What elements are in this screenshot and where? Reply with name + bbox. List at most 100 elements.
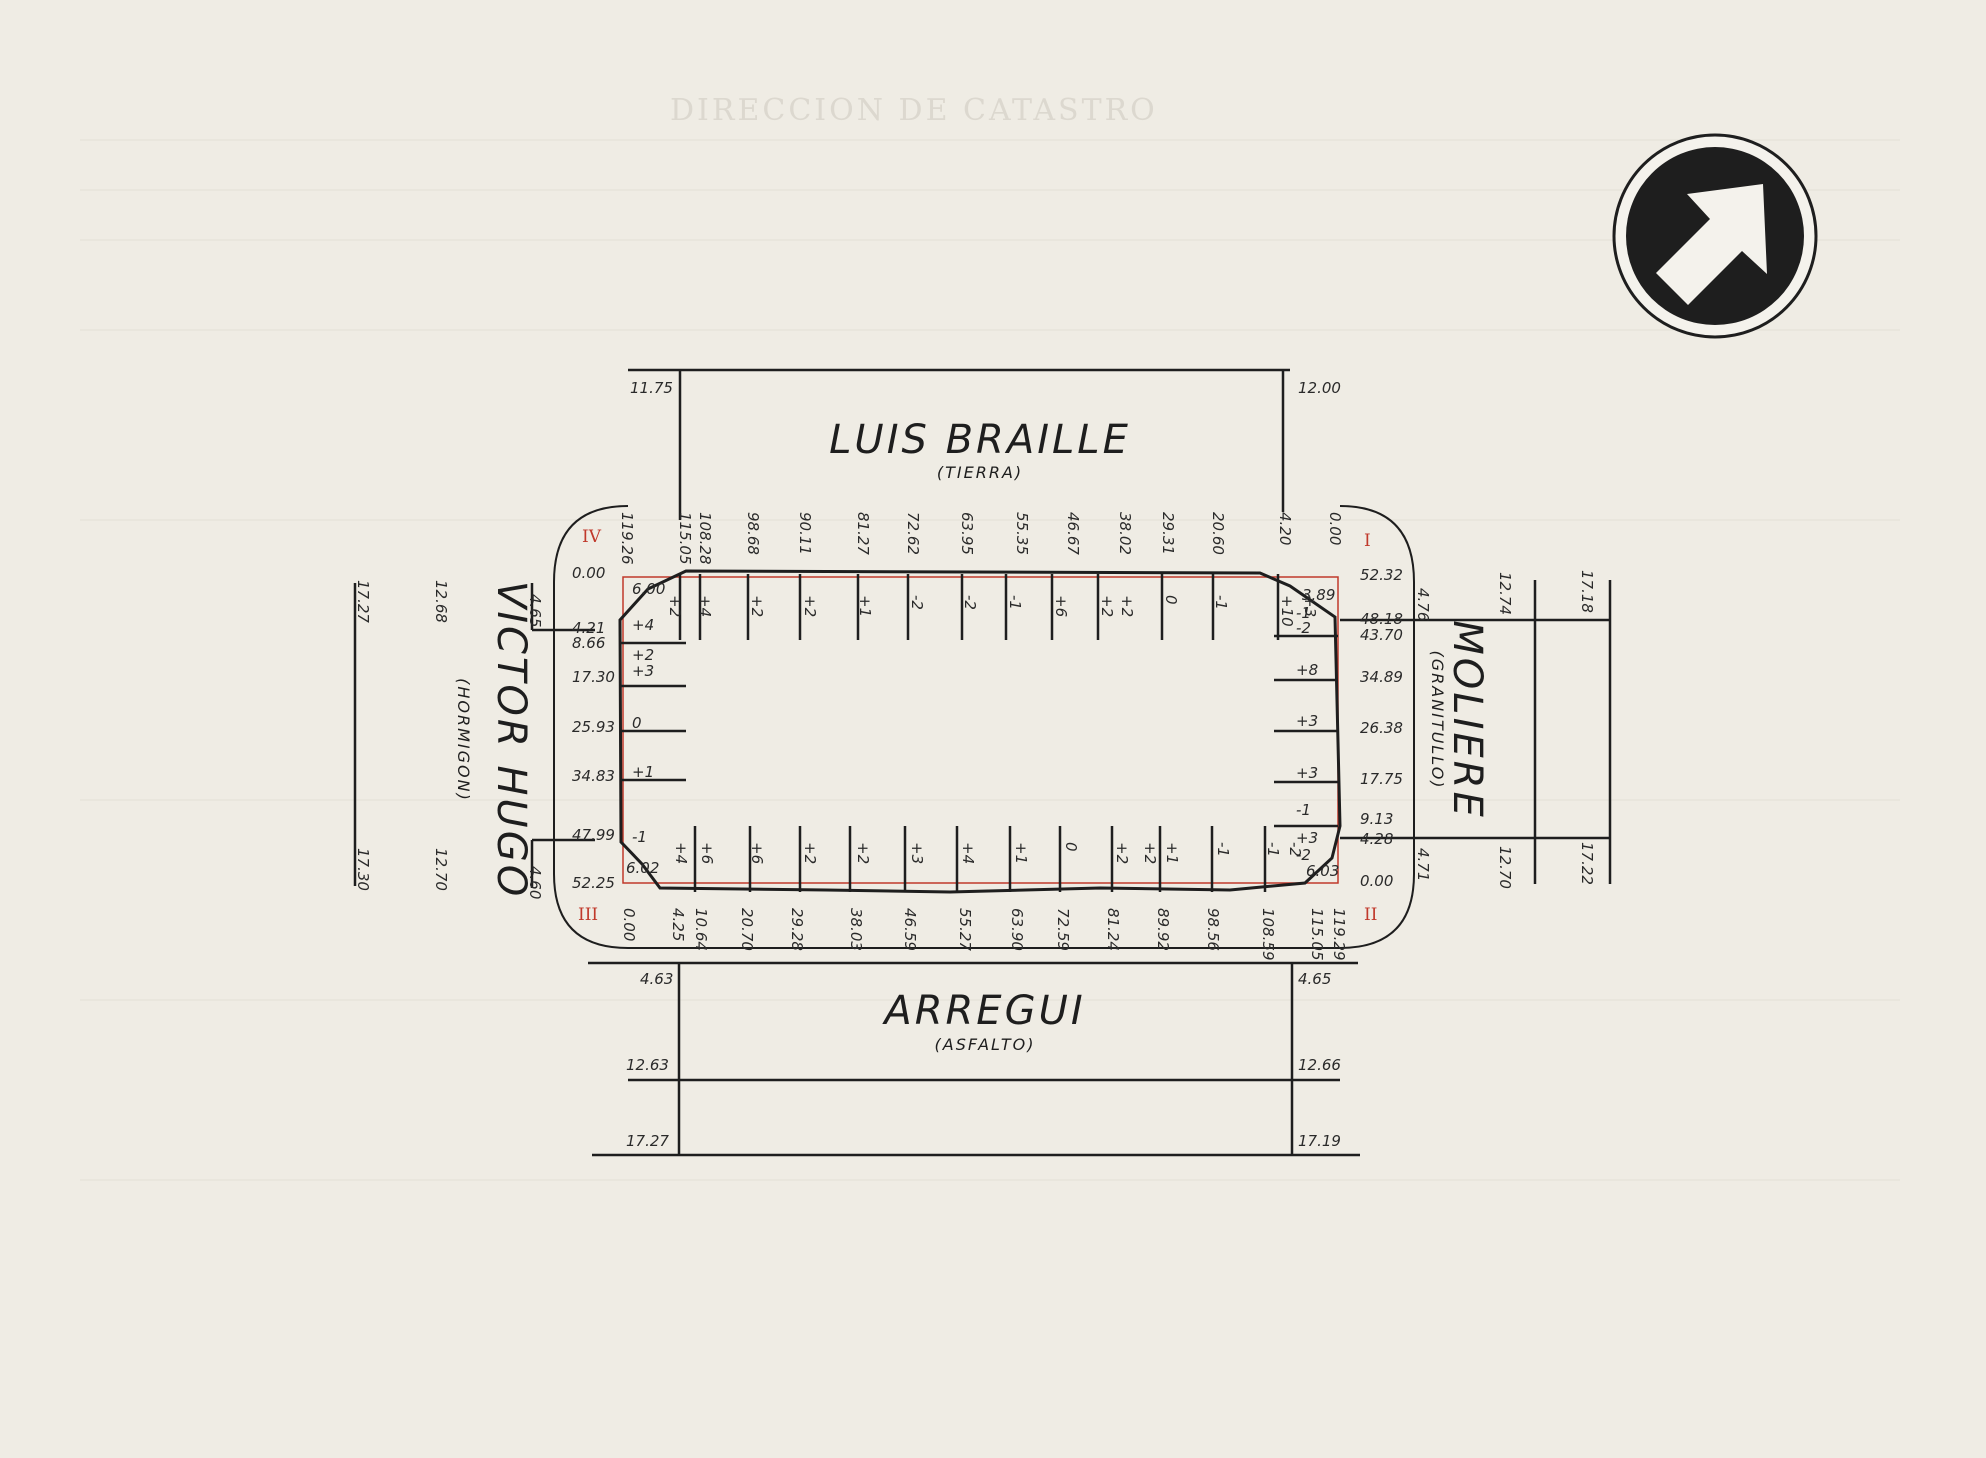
street-lines (353, 368, 1612, 1157)
bottom-level-label: +2 (1141, 842, 1159, 864)
top-level-label: -1 (1006, 595, 1024, 610)
top-level-label: +3 (1301, 595, 1319, 617)
corner-label-3: III (578, 905, 598, 925)
right-width-1-top: 4.76 (1414, 588, 1432, 621)
width-bottom-right-2: 12.66 (1298, 1056, 1341, 1074)
bottom-distance-label: 72.59 (1054, 908, 1072, 951)
right-distance-label: 48.18 (1360, 610, 1403, 628)
top-distance-label: 4.20 (1276, 512, 1294, 545)
chamfer-tr: 3.89 (1302, 586, 1335, 604)
bottom-level-label: +3 (908, 842, 926, 864)
parcel-outline-red (622, 576, 1339, 884)
sidewalk-edge (618, 569, 1342, 894)
street-name-bottom: ARREGUI (881, 988, 1085, 1034)
left-width-2-bottom: 12.70 (432, 848, 450, 891)
width-bottom-right-1: 4.65 (1298, 970, 1331, 988)
bottom-level-label: -2 (1286, 842, 1304, 857)
top-distance-label: 38.02 (1116, 512, 1134, 555)
top-distance-label: 90.11 (796, 512, 814, 555)
top-distance-label: 63.95 (958, 512, 976, 555)
bottom-distance-label: 55.27 (956, 908, 974, 951)
street-name-left: VICTOR HUGO (488, 581, 534, 899)
top-level-label: +1 (856, 595, 874, 617)
bottom-level-label: +2 (854, 842, 872, 864)
width-bottom-left-3: 17.27 (626, 1132, 669, 1150)
right-level-label: +3 (1296, 829, 1318, 847)
top-level-label: +10 (1278, 595, 1296, 627)
bottom-level-label: +6 (748, 842, 766, 864)
top-level-label: -2 (908, 595, 926, 610)
top-distance-label: 81.27 (854, 512, 872, 555)
bottom-distance-label: 29.28 (788, 908, 806, 951)
right-level-label: -1 (1296, 801, 1311, 819)
paper-ruling (80, 139, 1900, 1181)
top-level-label: +2 (748, 595, 766, 617)
top-distance-label: 108.28 (696, 512, 714, 565)
right-distance-label: 4.28 (1360, 830, 1393, 848)
width-bottom-left-2: 12.63 (626, 1056, 669, 1074)
right-width-2-bottom: 12.70 (1496, 846, 1514, 889)
left-width-2-top: 12.68 (432, 580, 450, 623)
top-level-label: +6 (1052, 595, 1070, 617)
street-surface-left: (HORMIGON) (454, 678, 473, 802)
top-distance-label: 72.62 (904, 512, 922, 555)
street-name-right: MOLIERE (1444, 620, 1490, 819)
top-level-label: +2 (1118, 595, 1136, 617)
chamfer-bl: 6.02 (626, 859, 659, 877)
street-surface-right: (GRANITULLO) (1428, 650, 1447, 789)
width-bottom-left-1: 4.63 (640, 970, 673, 988)
block-frame (553, 505, 1415, 949)
top-level-label: +4 (696, 595, 714, 617)
bottom-distance-label: 81.24 (1104, 908, 1122, 951)
right-width-1-bottom: 4.71 (1414, 848, 1432, 881)
left-level-label: -1 (632, 828, 647, 846)
bottom-distance-label: 115.05 (1308, 908, 1326, 961)
level-ticks (620, 574, 1338, 892)
top-level-label: +2 (801, 595, 819, 617)
right-distance-label: 52.32 (1360, 566, 1403, 584)
left-level-label: +3 (632, 662, 654, 680)
right-distance-label: 9.13 (1360, 810, 1393, 828)
bottom-level-label: 0 (1062, 842, 1080, 852)
top-level-label: +2 (1098, 595, 1116, 617)
bottom-distance-label: 119.29 (1330, 908, 1348, 961)
right-width-2-top: 12.74 (1496, 572, 1514, 615)
top-distance-label: 55.35 (1013, 512, 1031, 555)
bottom-distance-label: 4.25 (669, 908, 687, 941)
left-level-label: +1 (632, 763, 654, 781)
left-distance-label: 34.83 (572, 767, 615, 785)
top-distance-label: 98.68 (744, 512, 762, 555)
bottom-level-label: +1 (1012, 842, 1030, 864)
right-width-3-bottom: 17.22 (1578, 842, 1596, 885)
right-level-label: -2 (1296, 619, 1311, 637)
left-distance-label: 52.25 (572, 874, 615, 892)
right-level-label: +3 (1296, 764, 1318, 782)
top-distance-label: 20.60 (1209, 512, 1227, 555)
width-top-left: 11.75 (630, 379, 673, 397)
bottom-distance-label: 38.03 (847, 908, 865, 951)
left-width-1-top: 4.65 (526, 594, 544, 627)
left-level-label: +2 (632, 646, 654, 664)
bottom-distance-label: 98.56 (1204, 908, 1222, 951)
chamfer-tl: 6.00 (632, 580, 665, 598)
top-distance-label: 119.26 (618, 512, 636, 565)
bottom-distance-label: 108.59 (1259, 908, 1277, 961)
bottom-level-label: -1 (1264, 842, 1282, 857)
bottom-level-label: +1 (1163, 842, 1181, 864)
top-distance-label: 46.67 (1064, 512, 1082, 555)
left-width-3-bottom: 17.30 (354, 848, 372, 891)
left-level-label: +4 (632, 616, 654, 634)
north-arrow-icon (1612, 133, 1818, 339)
right-distance-label: 26.38 (1360, 719, 1403, 737)
left-distance-label: 8.66 (572, 634, 605, 652)
bottom-level-label: +4 (672, 842, 690, 864)
bottom-distance-label: 10.64 (692, 908, 710, 951)
right-distance-label: 17.75 (1360, 770, 1403, 788)
left-distance-label: 17.30 (572, 668, 615, 686)
right-distance-label: 43.70 (1360, 626, 1403, 644)
right-level-label: +3 (1296, 712, 1318, 730)
bottom-level-label: +2 (801, 842, 819, 864)
top-distance-label: 115.05 (676, 512, 694, 565)
